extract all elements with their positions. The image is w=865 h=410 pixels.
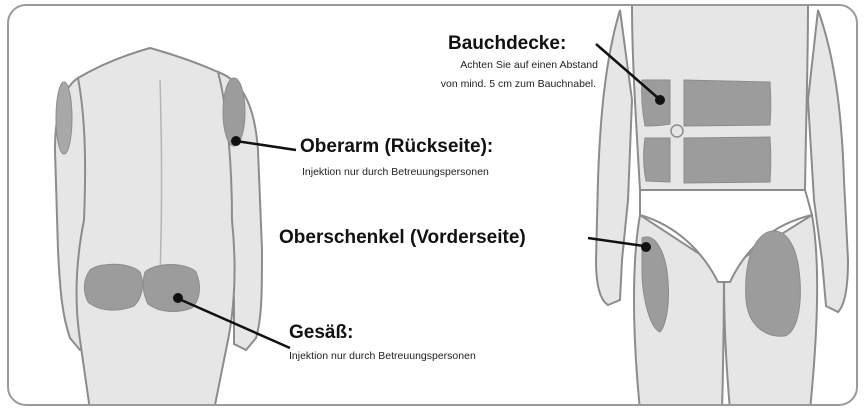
left-arm-injection-site [56, 82, 72, 154]
front-figure-left-arm [596, 10, 632, 305]
back-figure-torso [77, 48, 235, 410]
buttocks-title: Gesäß: [289, 322, 353, 344]
abdomen-injection-site-lower-left [644, 138, 670, 182]
thigh-leader-dot [641, 242, 651, 252]
buttocks-note: Injektion nur durch Betreuungspersonen [289, 349, 476, 363]
navel [671, 125, 683, 137]
upper-arm-leader-dot [231, 136, 241, 146]
upper-arm-note: Injektion nur durch Betreuungspersonen [302, 165, 489, 179]
buttocks-leader-dot [173, 293, 183, 303]
upper-arm-injection-site [223, 78, 245, 146]
upper-arm-title: Oberarm (Rückseite): [300, 136, 493, 158]
front-view-figure [596, 5, 848, 410]
right-thigh-injection-site [746, 231, 801, 336]
abdomen-note-line1: Achten Sie auf einen Abstand [460, 58, 598, 72]
abdomen-title: Bauchdecke: [448, 33, 566, 55]
abdomen-injection-site-lower-right [684, 137, 771, 183]
abdomen-injection-site-upper-right [684, 80, 771, 126]
abdomen-note-line2: von mind. 5 cm zum Bauchnabel. [441, 77, 596, 91]
back-view-figure [55, 48, 262, 410]
left-buttock-injection-site [84, 264, 142, 310]
thigh-title: Oberschenkel (Vorderseite) [279, 227, 526, 249]
abdomen-leader-dot [655, 95, 665, 105]
